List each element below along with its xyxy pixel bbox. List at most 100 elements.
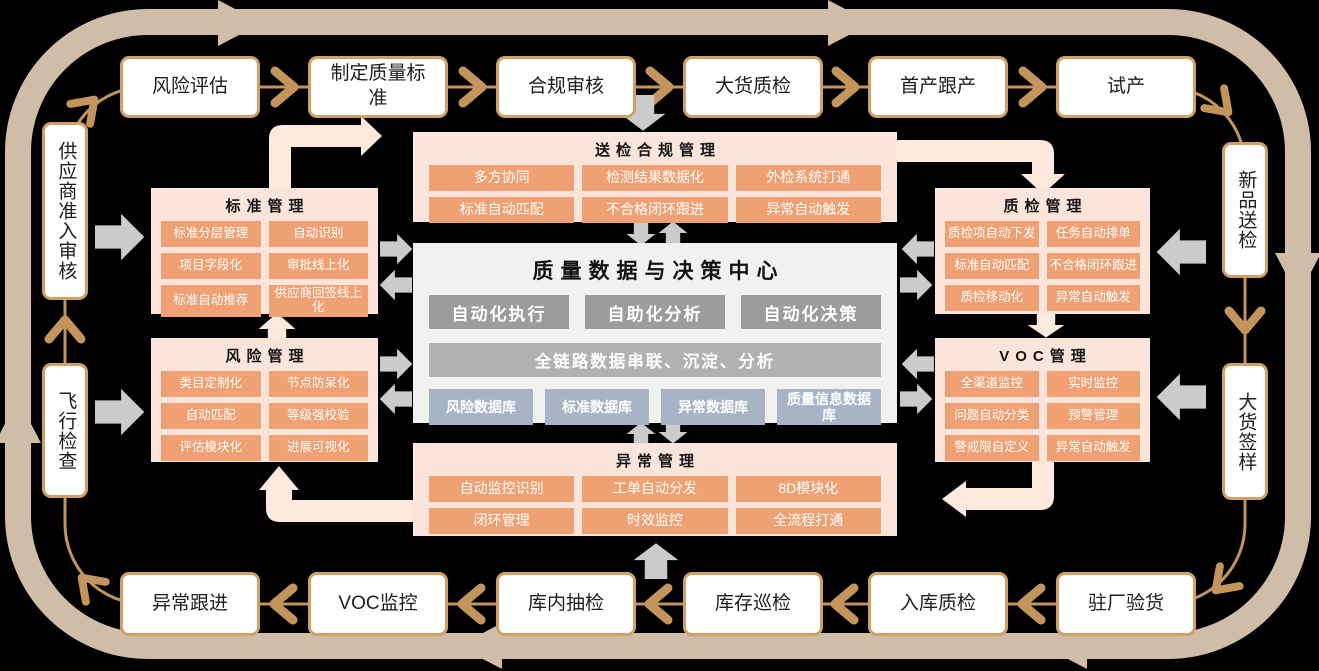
chip-grid: 类目定制化 节点防呆化 自动匹配 等级强校验 评估模块化 进展可视化 [161,371,368,461]
panel-inspection-compliance: 送检合规管理 多方协同 检测结果数据化 外检系统打通 标准自动匹配 不合格闭环跟… [413,132,897,223]
flow-node-abnormal-follow-up: 异常跟进 [120,572,260,636]
feature-chip: 异常自动触发 [1046,435,1140,461]
flow-node-label: 库存巡检 [714,592,791,614]
chip-grid: 多方协同 检测结果数据化 外检系统打通 标准自动匹配 不合格闭环跟进 异常自动触… [429,165,881,223]
flow-node-label: 入库质检 [899,592,976,614]
feature-chip: 异常自动触发 [735,197,881,223]
feature-chip: 全渠道监控 [945,371,1039,397]
feature-chip: 任务自动排单 [1046,221,1140,247]
chip-grid: 自动监控识别 工单自动分发 8D模块化 闭环管理 时效监控 全流程打通 [429,476,881,534]
flow-node-label: 首产跟产 [899,75,976,97]
feature-chip: 8D模块化 [735,476,881,502]
feature-chip: 标准自动推荐 [161,285,261,317]
flow-node-inbound-qc: 入库质检 [868,572,1008,636]
chip-grid: 质检项自动下发 任务自动排单 标准自动匹配 不合格闭环跟进 质检移动化 异常自动… [945,221,1140,311]
feature-chip: 标准自动匹配 [945,253,1039,279]
flow-node-label: 异常跟进 [151,592,228,614]
database-row: 风险数据库 标准数据库 异常数据库 质量信息数据库 [429,389,881,425]
feature-chip: 自动监控识别 [429,476,575,502]
flow-node-risk-assessment: 风险评估 [120,56,260,118]
feature-chip: 自动识别 [268,221,368,247]
feature-chip: 标准分层管理 [161,221,261,247]
capability-row: 自动化执行 自助化分析 自动化决策 [429,295,881,329]
panel-title: 异常管理 [615,453,700,470]
feature-chip: 时效监控 [582,508,728,534]
flow-node-label: 大货质检 [714,75,791,97]
feature-chip: 外检系统打通 [735,165,881,191]
flow-node-supplier-admission-review: 供应商准入审核 [42,122,88,300]
flow-node-voc-monitoring: VOC监控 [308,572,448,636]
feature-chip: 工单自动分发 [582,476,728,502]
chip-grid: 全渠道监控 实时监控 问题自动分类 预警管理 警戒限自定义 异常自动触发 [945,371,1140,461]
feature-chip: 问题自动分类 [945,403,1039,429]
flow-node-label: 新品送检 [1235,170,1257,250]
feature-chip: 供应商回签线上化 [268,285,368,317]
flow-node-flight-check: 飞行检查 [42,363,88,498]
flow-node-label: 风险评估 [151,75,228,97]
flow-node-label: VOC监控 [338,592,418,614]
panel-risk-management: 风险管理 类目定制化 节点防呆化 自动匹配 等级强校验 评估模块化 进展可视化 [151,338,378,462]
panel-title: VOC管理 [999,348,1092,365]
feature-chip: 不合格闭环跟进 [582,197,728,223]
panel-qc-management: 质检管理 质检项自动下发 任务自动排单 标准自动匹配 不合格闭环跟进 质检移动化… [935,188,1150,314]
flow-node-warehouse-sampling: 库内抽检 [496,572,636,636]
capability-chip: 自动化执行 [429,295,569,329]
feature-chip: 进展可视化 [268,435,368,461]
flow-node-inventory-inspection: 库存巡检 [683,572,823,636]
chip-grid: 标准分层管理 自动识别 项目字段化 审批线上化 标准自动推荐 供应商回签线上化 [161,221,368,317]
panel-title: 送检合规管理 [594,142,721,159]
panel-standard-management: 标准管理 标准分层管理 自动识别 项目字段化 审批线上化 标准自动推荐 供应商回… [151,188,378,317]
feature-chip: 实时监控 [1046,371,1140,397]
flow-node-label: 飞行检查 [55,390,77,471]
flow-node-new-product-inspection: 新品送检 [1222,142,1268,278]
database-chip: 风险数据库 [429,389,533,425]
flow-node-label: 驻厂验货 [1087,592,1164,614]
database-chip: 质量信息数据库 [777,389,881,425]
capability-chip: 自动化决策 [741,295,881,329]
feature-chip: 评估模块化 [161,435,261,461]
feature-chip: 警戒限自定义 [945,435,1039,461]
flow-node-first-production-follow: 首产跟产 [868,56,1008,118]
feature-chip: 不合格闭环跟进 [1046,253,1140,279]
feature-chip: 闭环管理 [429,508,575,534]
flow-node-factory-inspection: 驻厂验货 [1056,572,1196,636]
flow-node-label: 大货签样 [1235,391,1257,472]
flow-node-bulk-qc: 大货质检 [683,56,823,118]
feature-chip: 检测结果数据化 [582,165,728,191]
center-title: 质量数据与决策中心 [532,260,785,283]
data-pipeline-bar: 全链路数据串联、沉淀、分析 [429,343,881,377]
flow-node-label: 供应商准入审核 [55,141,77,281]
feature-chip: 全流程打通 [735,508,881,534]
panel-quality-data-decision-center: 质量数据与决策中心 自动化执行 自助化分析 自动化决策 全链路数据串联、沉淀、分… [413,243,897,425]
cream-connector-icons [258,116,1065,522]
flow-node-compliance-review: 合规审核 [496,56,636,118]
flow-node-label: 制定质量标准 [330,63,426,109]
flow-node-bulk-sample-sealing: 大货签样 [1222,363,1268,500]
panel-title: 质检管理 [1003,198,1088,215]
panel-abnormal-management: 异常管理 自动监控识别 工单自动分发 8D模块化 闭环管理 时效监控 全流程打通 [413,443,897,536]
feature-chip: 多方协同 [429,165,575,191]
database-chip: 异常数据库 [661,389,765,425]
feature-chip: 类目定制化 [161,371,261,397]
feature-chip: 自动匹配 [161,403,261,429]
capability-chip: 自助化分析 [585,295,725,329]
panel-voc-management: VOC管理 全渠道监控 实时监控 问题自动分类 预警管理 警戒限自定义 异常自动… [935,338,1150,462]
flow-node-set-quality-standard: 制定质量标准 [308,56,448,118]
feature-chip: 项目字段化 [161,253,261,279]
flow-node-label: 合规审核 [527,75,604,97]
feature-chip: 质检项自动下发 [945,221,1039,247]
feature-chip: 质检移动化 [945,285,1039,311]
flow-node-label: 试产 [1106,75,1145,97]
feature-chip: 节点防呆化 [268,371,368,397]
feature-chip: 等级强校验 [268,403,368,429]
flow-node-label: 库内抽检 [527,592,604,614]
database-chip: 标准数据库 [545,389,649,425]
feature-chip: 异常自动触发 [1046,285,1140,311]
feature-chip: 审批线上化 [268,253,368,279]
flow-node-trial-production: 试产 [1056,56,1196,118]
panel-title: 风险管理 [225,348,310,365]
panel-title: 标准管理 [225,198,310,215]
